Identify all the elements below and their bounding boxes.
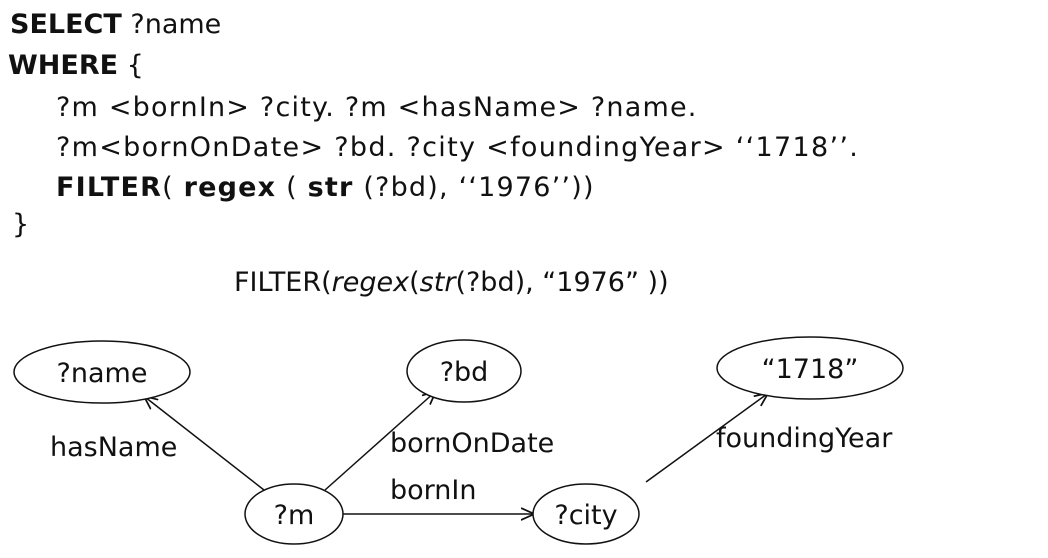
node-year-label: “1718” <box>762 354 859 385</box>
where-open-brace: { <box>126 50 144 81</box>
caption-str: str <box>419 267 456 298</box>
select-variable: ?name <box>130 9 222 40</box>
node-year: “1718” <box>716 336 904 400</box>
edge-label-bornondate: bornOnDate <box>390 428 554 459</box>
filter-line: FILTER( regex ( str (?bd), ‘‘1976’’)) <box>56 171 595 205</box>
filter-open-paren: ( <box>162 172 174 203</box>
caption-regex: regex <box>331 267 410 298</box>
node-bd-label: ?bd <box>440 357 489 388</box>
close-brace: } <box>12 209 30 240</box>
caption-paren: ( <box>409 267 420 298</box>
str-keyword: str <box>307 172 354 203</box>
edge-bornondate <box>324 392 435 491</box>
regex-keyword: regex <box>183 172 277 203</box>
edge-hasname <box>145 397 265 491</box>
caption-rest: (?bd), “1976” )) <box>455 267 669 298</box>
filter-keyword: FILTER <box>56 172 163 203</box>
edge-label-foundingyear: foundingYear <box>716 423 893 454</box>
node-name-label: ?name <box>57 358 148 389</box>
edge-foundingyear <box>645 394 767 483</box>
triple-line-1: ?m <bornIn> ?city. ?m <hasName> ?name. <box>56 92 698 123</box>
where-line: WHERE { <box>8 49 144 83</box>
regex-open-paren: ( <box>286 172 298 203</box>
edge-label-hasname: hasName <box>50 432 177 463</box>
node-bd: ?bd <box>406 339 522 403</box>
where-keyword: WHERE <box>8 50 119 81</box>
triple-line-2: ?m<bornOnDate> ?bd. ?city <foundingYear>… <box>56 132 860 163</box>
node-m-label: ?m <box>274 500 315 531</box>
node-name: ?name <box>13 340 191 404</box>
edge-label-bornin: bornIn <box>390 475 476 506</box>
select-keyword: SELECT <box>10 9 122 40</box>
filter-arguments: (?bd), ‘‘1976’’)) <box>363 172 595 203</box>
graph-filter-caption: FILTER(regex(str(?bd), “1976” )) <box>234 266 669 300</box>
node-city: ?city <box>532 483 640 545</box>
select-line: SELECT ?name <box>10 8 221 42</box>
caption-filter-prefix: FILTER( <box>234 267 332 298</box>
node-m: ?m <box>244 483 344 545</box>
node-city-label: ?city <box>554 500 617 531</box>
